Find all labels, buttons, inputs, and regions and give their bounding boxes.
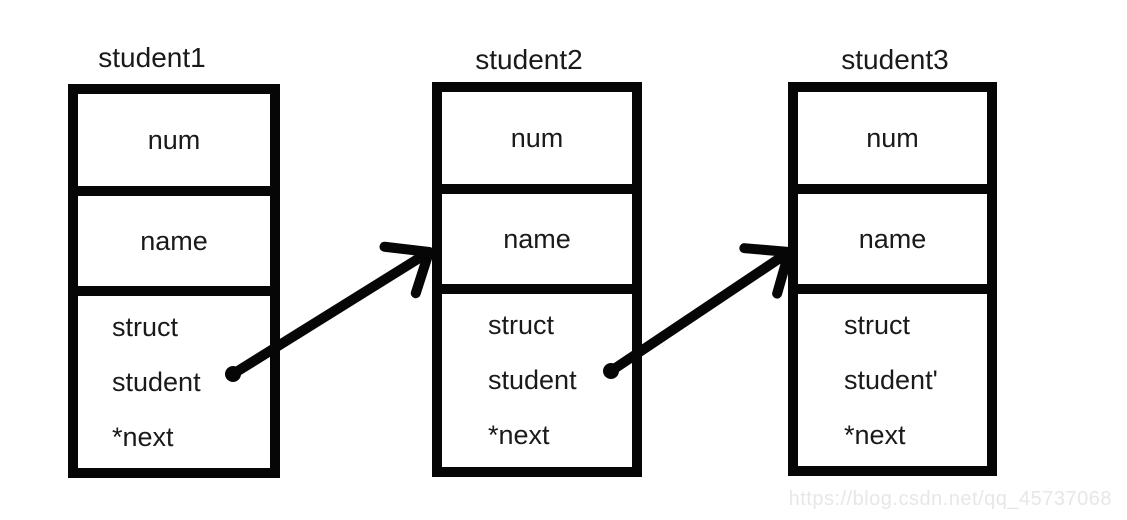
- field-next-pointer: struct student *next: [442, 284, 632, 467]
- field-num: num: [798, 92, 987, 184]
- field-name: name: [798, 184, 987, 284]
- next-line: struct: [844, 309, 911, 340]
- next-line: *next: [488, 420, 550, 450]
- next-line: *next: [844, 419, 906, 450]
- next-line: student: [112, 366, 201, 397]
- next-line: student: [488, 365, 577, 395]
- next-line: struct: [112, 311, 179, 342]
- field-name: name: [78, 186, 270, 286]
- node-title-student3: student3: [841, 44, 949, 75]
- field-num: num: [442, 92, 632, 184]
- struct-node-student3: num name struct student' *next: [788, 82, 997, 476]
- struct-node-student1: num name struct student *next: [68, 84, 280, 478]
- field-num: num: [78, 94, 270, 186]
- next-line: struct: [488, 310, 555, 340]
- next-line: *next: [112, 421, 174, 452]
- next-line: student': [844, 364, 938, 395]
- node-title-student1: student1: [98, 42, 206, 73]
- field-next-pointer: struct student' *next: [798, 284, 987, 466]
- node-title-student2: student2: [475, 44, 583, 75]
- watermark-url: https://blog.csdn.net/qq_45737068: [788, 488, 1112, 510]
- field-name: name: [442, 184, 632, 284]
- struct-node-student2: num name struct student *next: [432, 82, 642, 477]
- field-next-pointer: struct student *next: [78, 286, 270, 468]
